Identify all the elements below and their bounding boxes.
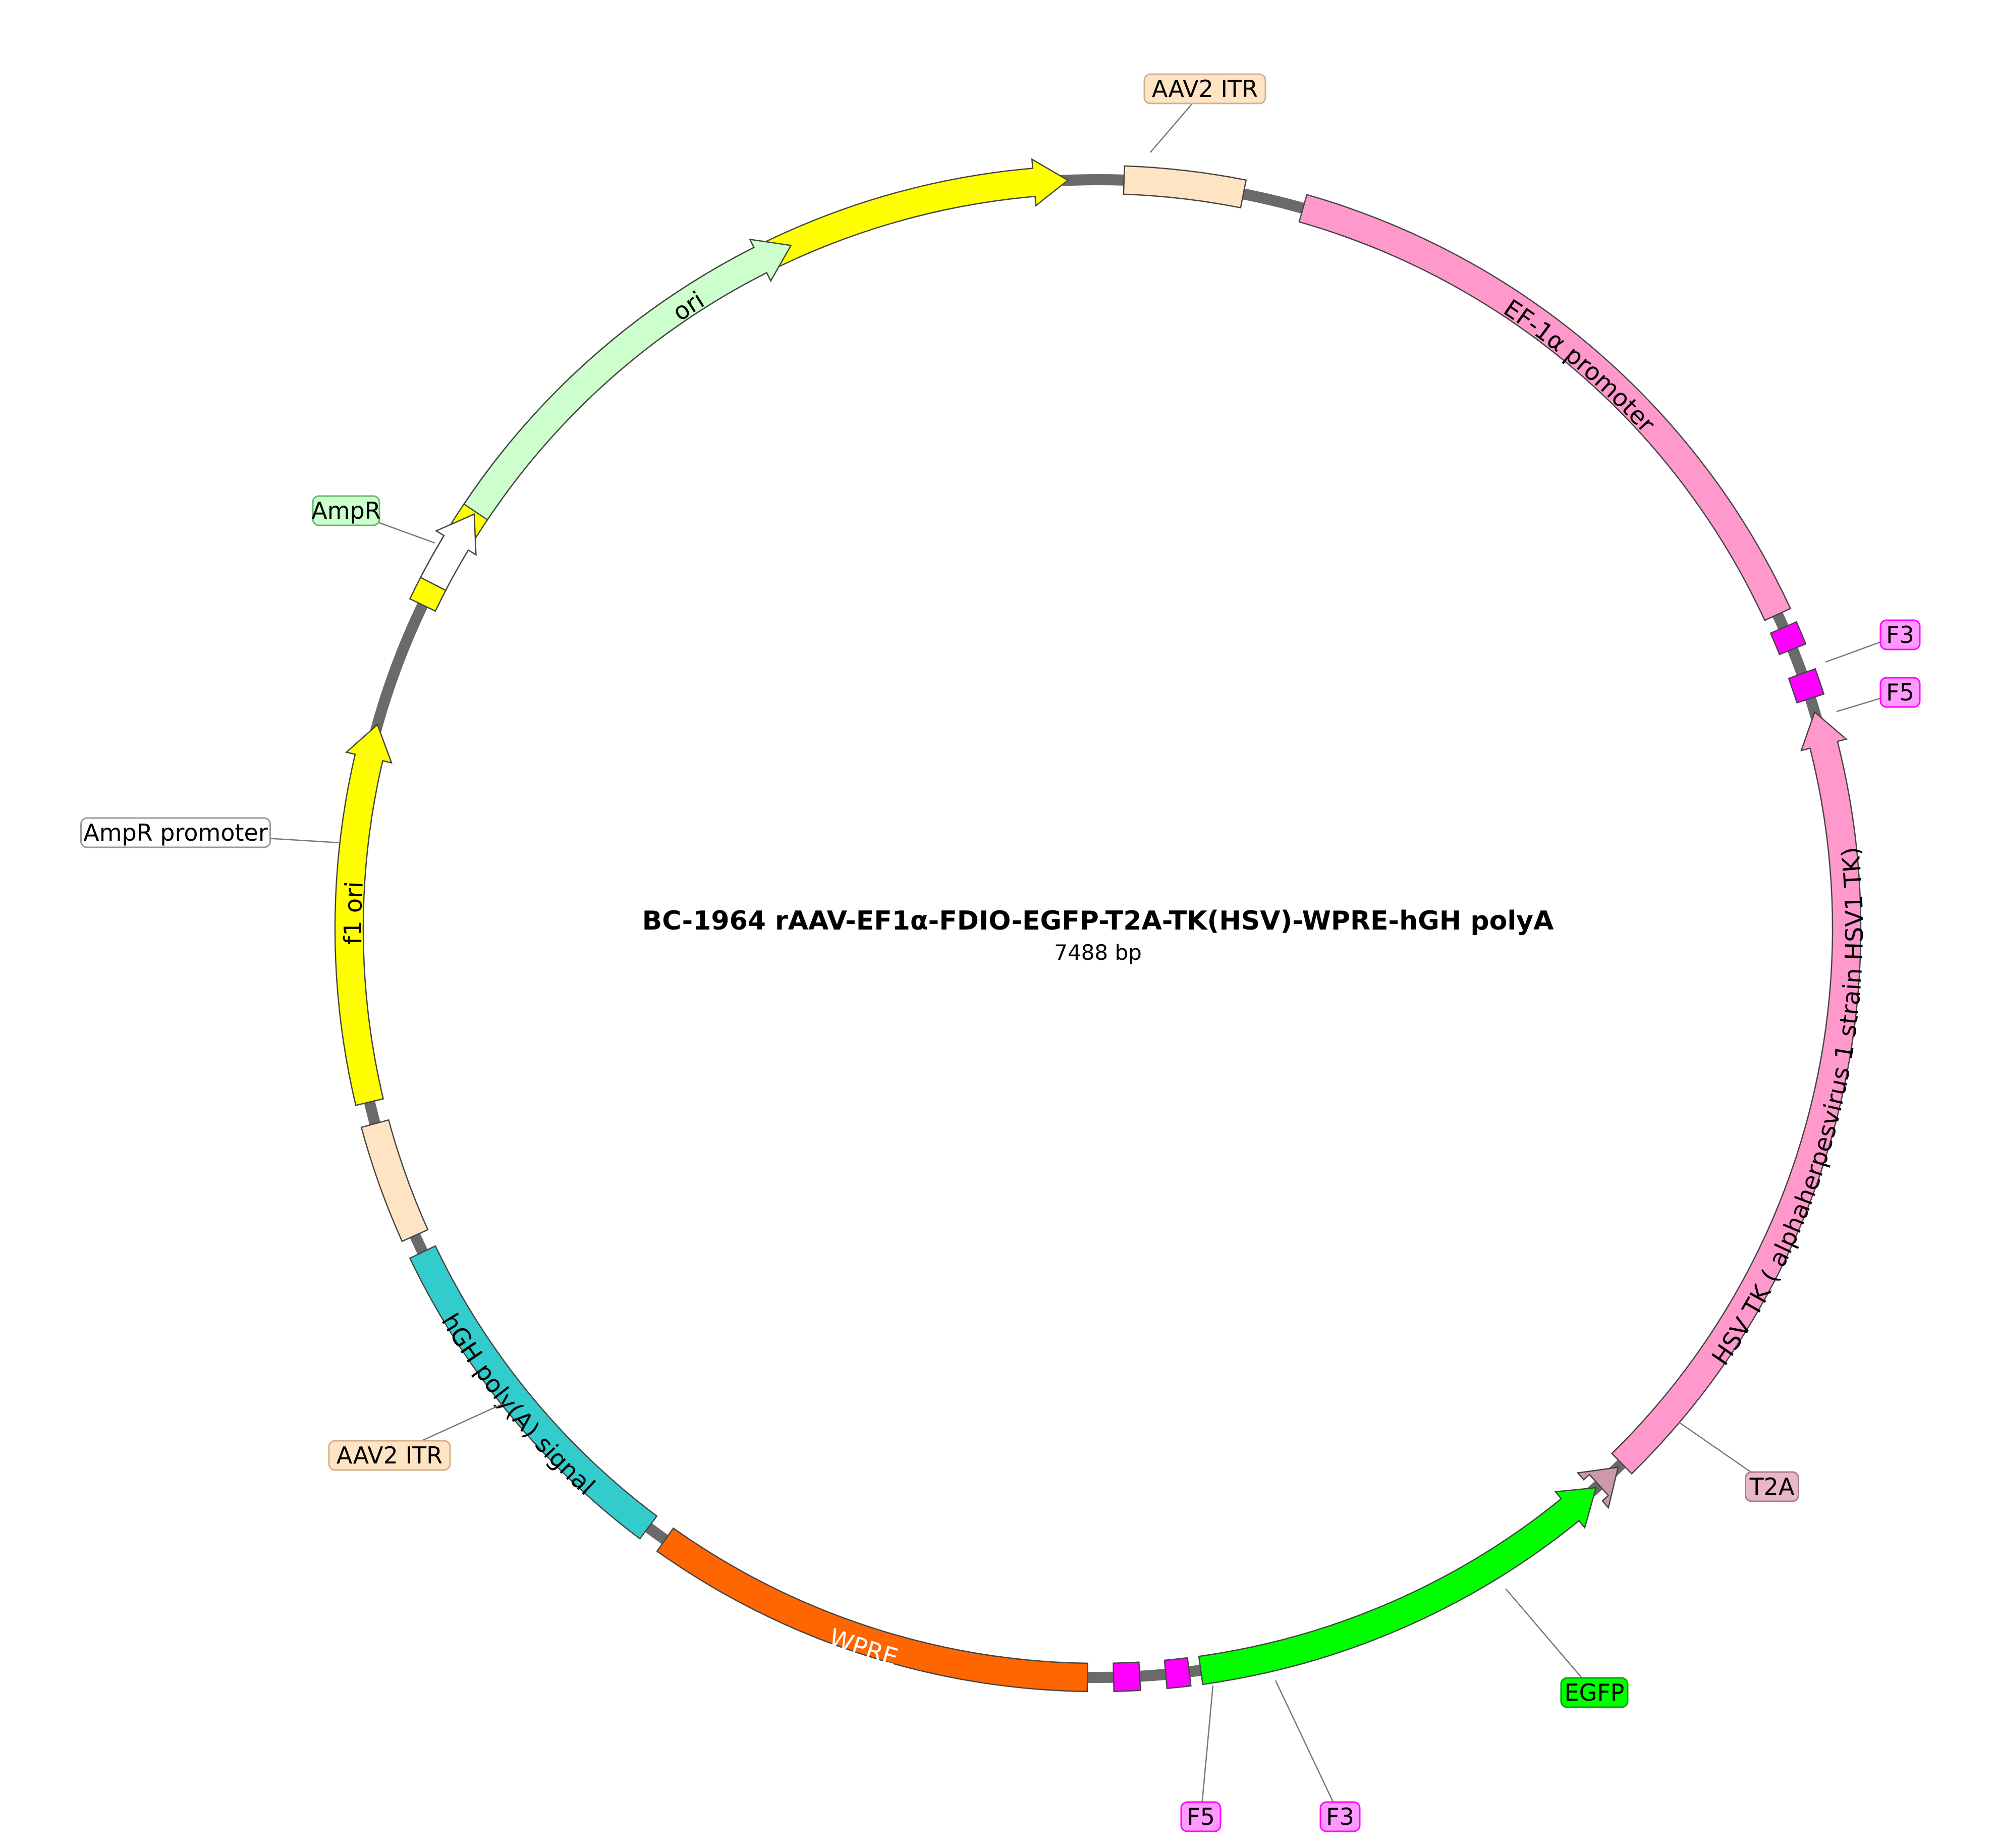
tag-box-f3-top <box>1879 619 1921 650</box>
feature-ori[interactable] <box>409 158 1069 612</box>
tag-box-ampr <box>312 495 380 526</box>
feature-aav2-itr-top[interactable] <box>1123 165 1247 209</box>
feature-wpre[interactable] <box>656 1527 1088 1693</box>
feature-ef1a-promoter[interactable] <box>1298 194 1792 621</box>
tag-egfp[interactable]: EGFP <box>1560 1677 1629 1708</box>
tag-aav2-itr-top[interactable]: AAV2 ITR <box>1143 73 1266 104</box>
tag-box-f5-bottom <box>1180 1801 1222 1832</box>
tag-label-f5-bottom: F5 <box>1187 1803 1215 1830</box>
feature-f3-top[interactable] <box>1769 621 1807 656</box>
features-layer <box>334 158 1862 1693</box>
plasmid-title: BC-1964 rAAV-EF1α-FDIO-EGFP-T2A-TK(HSV)-… <box>642 906 1554 936</box>
feature-hsv-tk[interactable] <box>1611 711 1862 1475</box>
tag-box-ampr-promoter <box>80 817 271 848</box>
feature-aav2-itr-bottom[interactable] <box>360 1119 429 1242</box>
tag-label-aav2-itr-bottom: AAV2 ITR <box>337 1442 442 1469</box>
tag-f5-bottom[interactable]: F5 <box>1180 1801 1222 1832</box>
tag-label-f3-bottom: F3 <box>1326 1803 1354 1830</box>
tag-label-t2a: T2A <box>1749 1473 1795 1500</box>
feature-f5-bottom[interactable] <box>1113 1661 1141 1692</box>
callout-line-f5-bottom <box>1200 1685 1214 1817</box>
feature-egfp[interactable] <box>1198 1487 1597 1686</box>
tag-label-ampr-promoter: AmpR promoter <box>83 819 268 846</box>
feature-f3-bottom[interactable] <box>1163 1657 1192 1690</box>
tag-f5-top[interactable]: F5 <box>1879 677 1921 708</box>
tag-f3-bottom[interactable]: F3 <box>1319 1801 1361 1832</box>
tag-aav2-itr-bottom[interactable]: AAV2 ITR <box>328 1440 451 1471</box>
tag-label-f3-top: F3 <box>1886 621 1914 648</box>
tag-box-egfp <box>1560 1677 1629 1708</box>
tag-t2a[interactable]: T2A <box>1745 1471 1799 1502</box>
tag-box-t2a <box>1745 1471 1799 1502</box>
tag-label-aav2-itr-top: AAV2 ITR <box>1152 75 1258 102</box>
plasmid-length: 7488 bp <box>1054 940 1142 965</box>
tag-box-aav2-itr-bottom <box>328 1440 451 1471</box>
tag-box-f5-top <box>1879 677 1921 708</box>
tag-box-f3-bottom <box>1319 1801 1361 1832</box>
feature-f5-top[interactable] <box>1788 668 1825 704</box>
feature-hgh-polya[interactable] <box>409 1245 658 1540</box>
callout-line-f3-bottom <box>1274 1680 1341 1817</box>
tag-ampr[interactable]: AmpR <box>311 495 381 526</box>
tag-f3-top[interactable]: F3 <box>1879 619 1921 650</box>
feature-ampr-promoter[interactable] <box>419 513 477 591</box>
feature-label-hsv-tk: HSV TK ( alphaherpesvirus 1 strain HSV1 … <box>1706 846 1869 1371</box>
tag-label-ampr: AmpR <box>311 497 380 524</box>
feature-ampr[interactable] <box>463 238 792 521</box>
tag-label-f5-top: F5 <box>1886 679 1914 706</box>
feature-t2a[interactable] <box>1576 1466 1619 1509</box>
feature-label-ef1a-promoter: EF-1α promoter <box>1499 294 1660 438</box>
callout-line-egfp <box>1505 1588 1595 1693</box>
tag-label-egfp: EGFP <box>1565 1679 1625 1706</box>
tag-box-aav2-itr-top <box>1143 73 1266 104</box>
tag-ampr-promoter[interactable]: AmpR promoter <box>80 817 271 848</box>
feature-f1-ori[interactable] <box>334 723 393 1106</box>
feature-label-hgh-polya: hGH poly(A) signal <box>435 1309 600 1501</box>
